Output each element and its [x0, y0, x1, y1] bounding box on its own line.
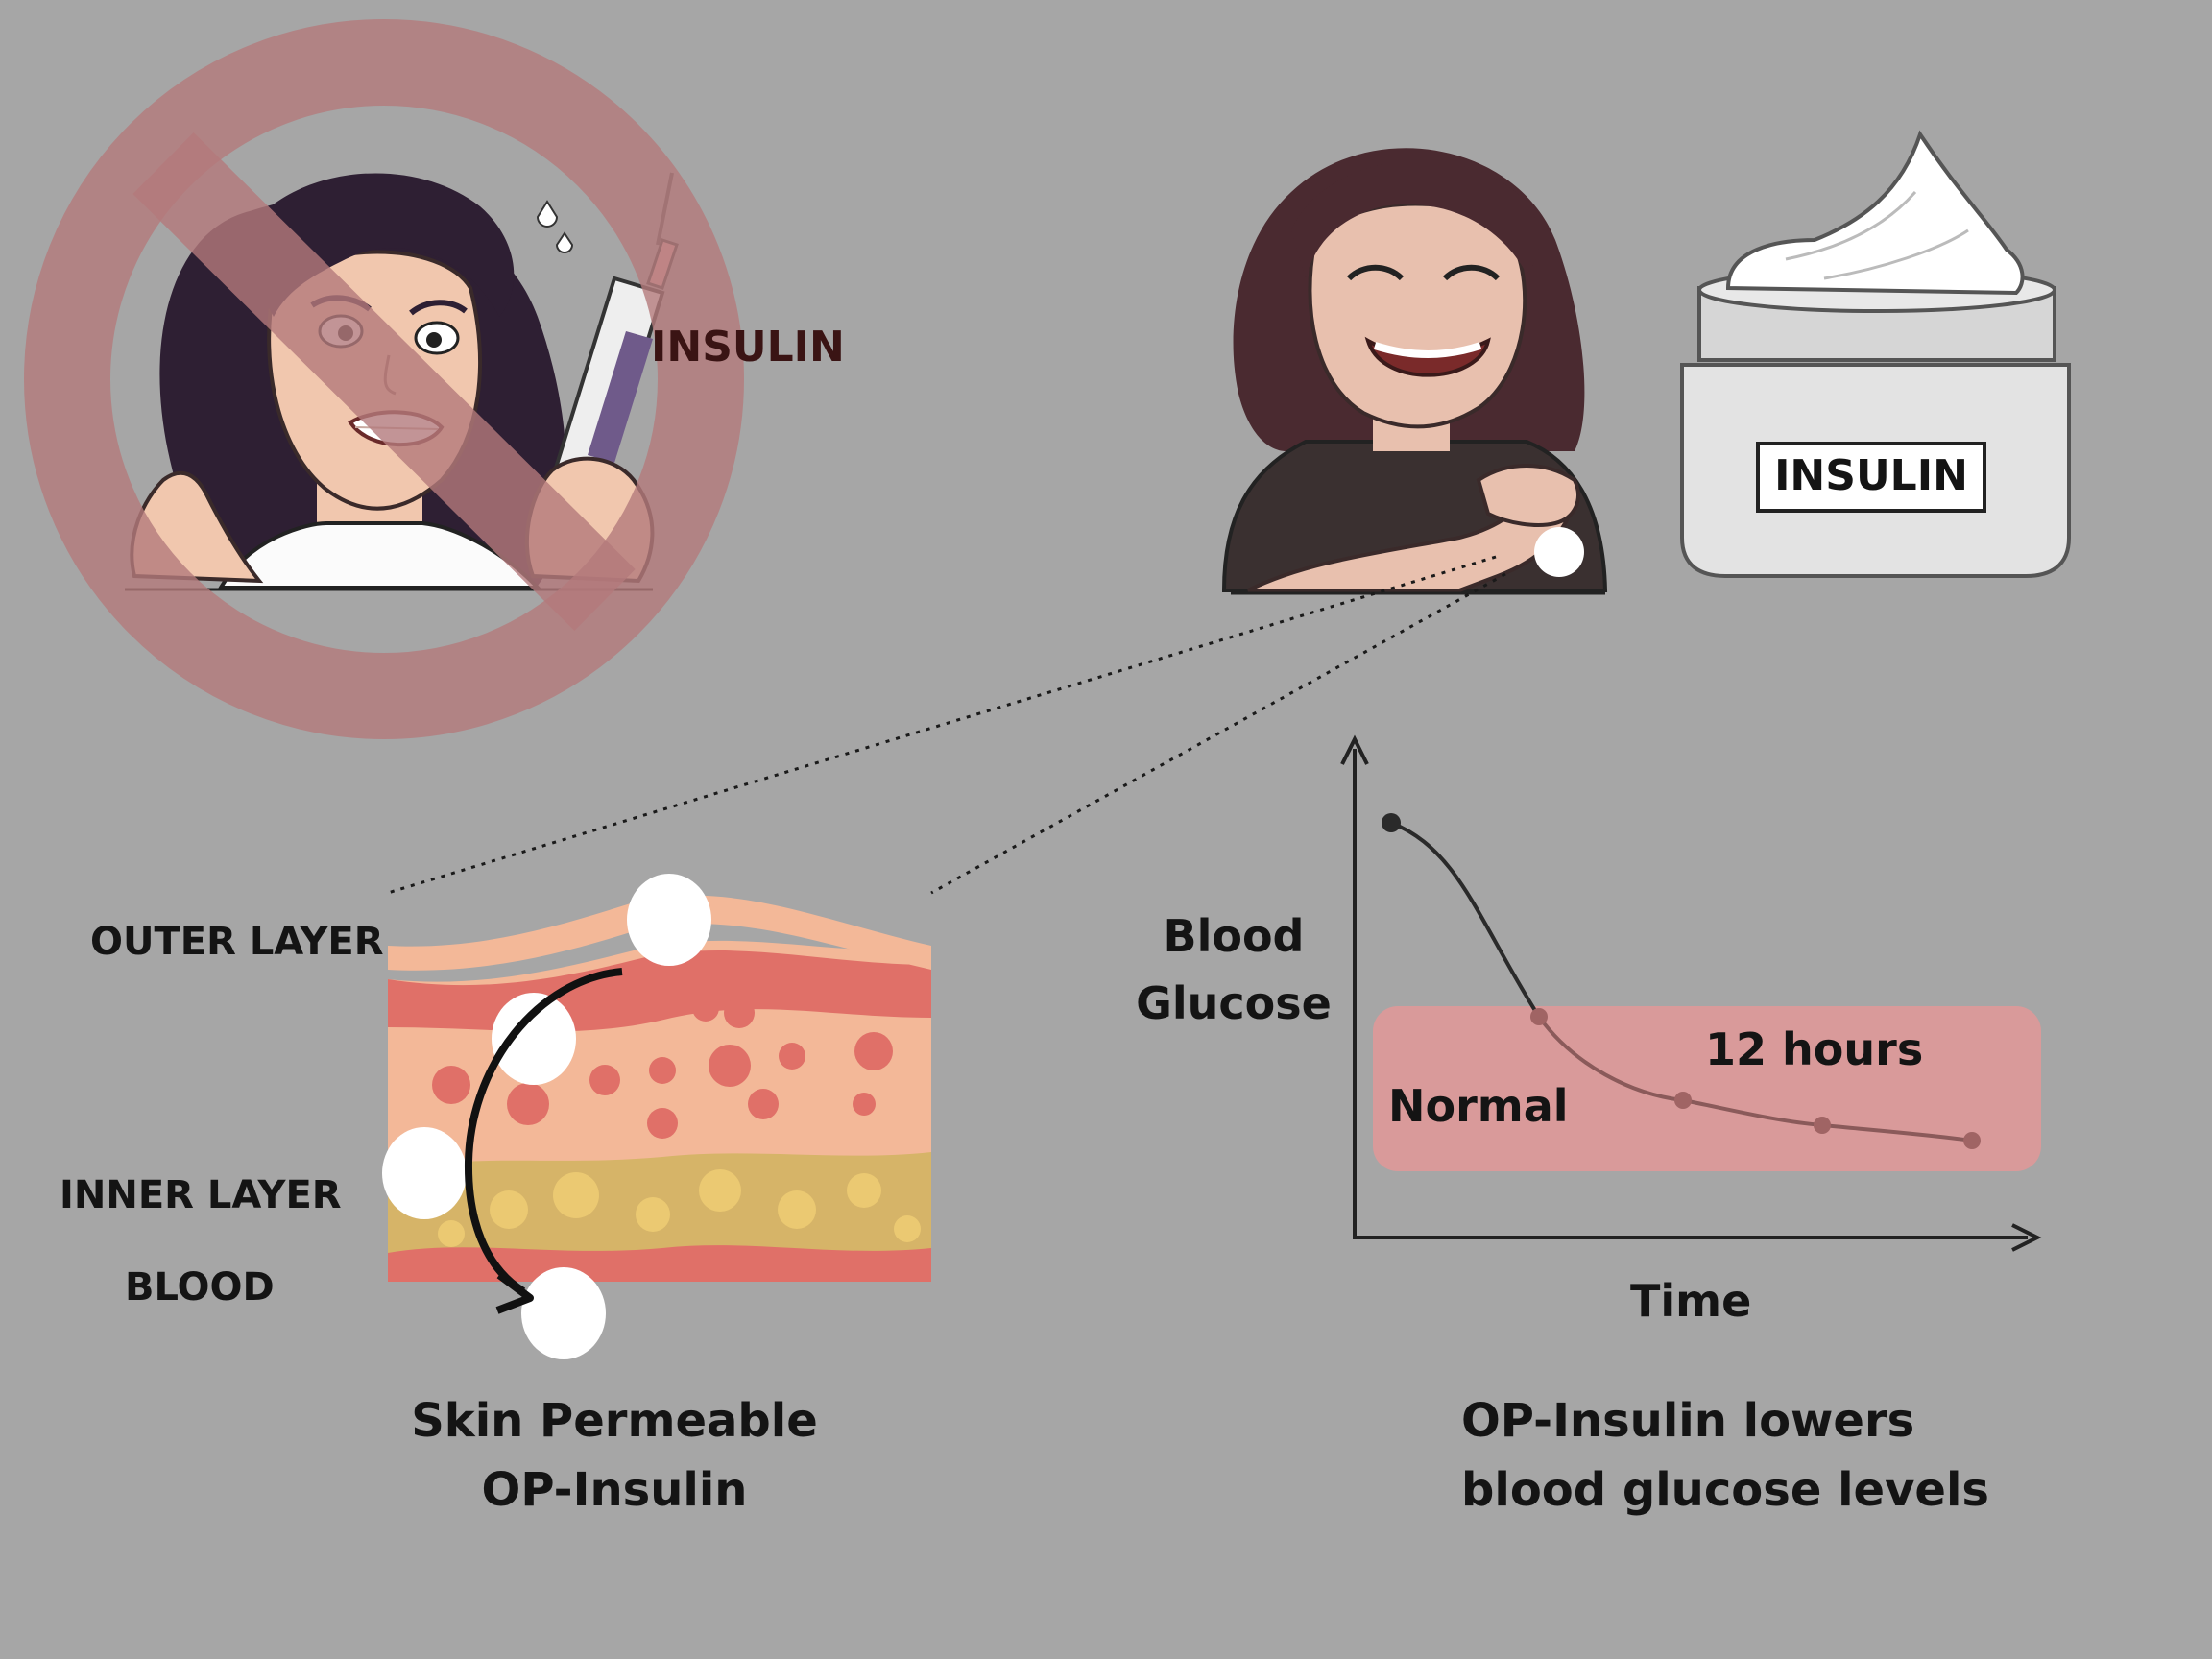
syringe-insulin-label: INSULIN	[651, 323, 845, 372]
op-insulin-particles	[382, 874, 711, 1359]
normal-band-label: Normal	[1388, 1080, 1569, 1132]
y-axis-label: Blood Glucose	[1123, 902, 1344, 1037]
happy-woman-illustration	[1221, 148, 1608, 595]
duration-label: 12 hours	[1705, 1023, 1924, 1075]
graph-caption-line-2: blood glucose levels	[1461, 1463, 1989, 1517]
y-axis-label-line-2: Glucose	[1136, 977, 1332, 1029]
jar-label-box	[1756, 442, 1986, 513]
skin-caption-line-2: OP-Insulin	[481, 1463, 748, 1517]
curve-point	[1963, 1132, 1981, 1149]
insulin-cream-jar-illustration	[1680, 130, 2071, 578]
prohibition-sign-icon	[24, 19, 744, 739]
graph-caption-line-1: OP-Insulin lowers	[1461, 1394, 1915, 1448]
curve-point	[1382, 813, 1401, 832]
curve-point	[1814, 1117, 1831, 1134]
blood-label: BLOOD	[125, 1265, 275, 1310]
permeation-arrow	[464, 968, 623, 1295]
curve-point	[1530, 1008, 1548, 1025]
skin-cross-section	[382, 874, 931, 1359]
zoom-connector-lines	[387, 555, 1506, 895]
graph-caption: OP-Insulin lowers blood glucose levels	[1461, 1386, 2076, 1525]
skin-caption-line-1: Skin Permeable	[411, 1394, 818, 1448]
outer-layer-label: OUTER LAYER	[90, 920, 384, 964]
applied-cream-icon	[1534, 527, 1584, 577]
jar-insulin-label: INSULIN	[1774, 451, 1968, 500]
inner-layer-label: INNER LAYER	[60, 1173, 342, 1217]
curve-point	[1674, 1092, 1692, 1109]
x-axis-label: Time	[1630, 1275, 1752, 1327]
blood-glucose-graph	[1340, 734, 2042, 1252]
skin-caption: Skin Permeable OP-Insulin	[365, 1386, 864, 1525]
y-axis-label-line-1: Blood	[1163, 910, 1305, 962]
